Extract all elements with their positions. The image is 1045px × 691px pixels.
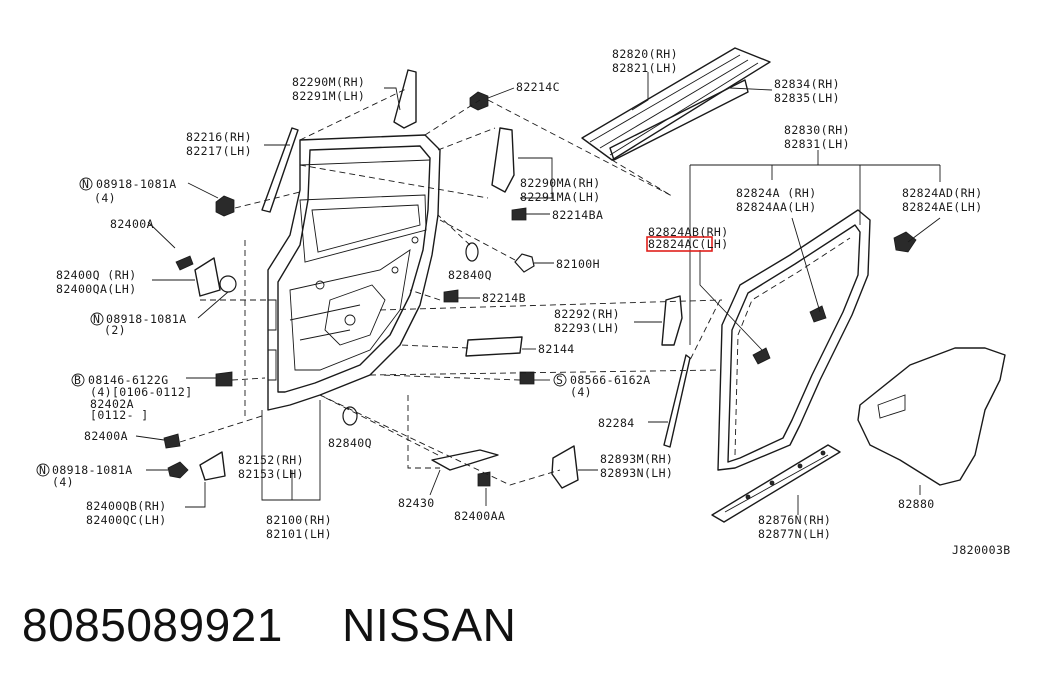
label-08566-6162a: 08566-6162A [570, 373, 651, 387]
svg-text:B: B [74, 373, 81, 387]
label-82877n: 82877N(LH) [758, 527, 831, 541]
callout-prefixes: N N B S N [36, 177, 567, 477]
seal-82284 [663, 354, 691, 448]
label-82400aa: 82400AA [454, 509, 505, 523]
sash-82290ma [491, 127, 515, 193]
label-82284: 82284 [598, 416, 635, 430]
label-82402a-date: [0112- ] [90, 408, 149, 422]
brand-name: NISSAN [342, 599, 517, 651]
label-82824ae: 82824AE(LH) [902, 200, 983, 214]
label-82430: 82430 [398, 496, 435, 510]
label-82290m: 82290M(RH) [292, 75, 365, 89]
label-82402a: 82402A [90, 397, 134, 411]
label-82217: 82217(LH) [186, 144, 252, 158]
hinge-upper [194, 257, 221, 297]
check-link-82430 [431, 449, 499, 471]
door-weatherstrip [717, 209, 871, 471]
plug-82840q-upper [465, 242, 479, 262]
diagram-code: J820003B [952, 543, 1011, 557]
svg-text:N: N [82, 177, 89, 191]
callout-labels: 82820(RH) 82821(LH) 82834(RH) 82835(LH) … [52, 47, 1011, 557]
label-82214c: 82214C [516, 80, 560, 94]
label-82400qb: 82400QB(RH) [86, 499, 167, 513]
label-82400q: 82400Q (RH) [56, 268, 137, 282]
label-82824ab: 82824AB(RH) [648, 225, 729, 239]
label-82291ma: 82291MA(LH) [520, 190, 601, 204]
svg-text:N: N [39, 463, 46, 477]
part-number: 8085089921 [22, 599, 283, 651]
label-82824aa: 82824AA(LH) [736, 200, 817, 214]
label-82153: 82153(LH) [238, 467, 304, 481]
label-82840q-upper: 82840Q [448, 268, 492, 282]
label-08146-6122g-qty: (4)[0106-0112] [90, 385, 193, 399]
label-08146-6122g: 08146-6122G [88, 373, 169, 387]
label-82400qa: 82400QA(LH) [56, 282, 137, 296]
rear-door-shell [267, 134, 441, 411]
label-08918-1081a-top: 08918-1081A [96, 177, 177, 191]
filler-82292 [661, 295, 683, 346]
outside-moulding [609, 79, 749, 161]
label-82880: 82880 [898, 497, 935, 511]
bolts [163, 91, 917, 487]
label-82291m: 82291M(LH) [292, 89, 365, 103]
label-82835: 82835(LH) [774, 91, 840, 105]
label-82400a-low: 82400A [84, 429, 128, 443]
highlight-box [646, 236, 713, 252]
plate-82144 [465, 336, 523, 357]
rod-82216 [261, 127, 299, 213]
label-82824ad: 82824AD(RH) [902, 186, 983, 200]
label-82292: 82292(RH) [554, 307, 620, 321]
label-82821: 82821(LH) [612, 61, 678, 75]
label-08566-6162a-qty: (4) [570, 385, 592, 399]
label-08918-1081a-mid: 08918-1081A [106, 312, 187, 326]
footer: 8085089921 NISSAN [22, 598, 516, 652]
label-82400a-top: 82400A [110, 217, 154, 231]
label-82152: 82152(RH) [238, 453, 304, 467]
label-82290ma: 82290MA(RH) [520, 176, 601, 190]
door-trim-82880 [857, 347, 1006, 486]
label-08918-1081a-mid-qty: (2) [104, 323, 126, 337]
label-82100h: 82100H [556, 257, 600, 271]
label-82831: 82831(LH) [784, 137, 850, 151]
label-82101: 82101(LH) [266, 527, 332, 541]
label-82400qc: 82400QC(LH) [86, 513, 167, 527]
label-82293: 82293(LH) [554, 321, 620, 335]
label-82893m: 82893M(RH) [600, 452, 673, 466]
label-08918-1081a-top-qty: (4) [94, 191, 116, 205]
svg-text:N: N [93, 312, 100, 326]
label-82840q-lower: 82840Q [328, 436, 372, 450]
label-82214b: 82214B [482, 291, 526, 305]
cap-82100h [514, 253, 535, 273]
trim-82893m [551, 445, 579, 489]
label-82214ba: 82214BA [552, 208, 603, 222]
hinge-lower [199, 451, 226, 481]
label-08918-1081a-low-qty: (4) [52, 475, 74, 489]
label-82824ac: 82824AC(LH) [648, 237, 729, 251]
belt-moulding [581, 47, 771, 161]
svg-text:S: S [556, 373, 563, 387]
label-82830: 82830(RH) [784, 123, 850, 137]
sill-moulding-82876n [711, 444, 841, 523]
label-82834: 82834(RH) [774, 77, 840, 91]
plug-82840q-lower [342, 406, 358, 426]
label-82100: 82100(RH) [266, 513, 332, 527]
sash-82290m [393, 69, 417, 129]
label-82216: 82216(RH) [186, 130, 252, 144]
leader-lines [135, 72, 941, 515]
label-82144: 82144 [538, 342, 575, 356]
label-82820: 82820(RH) [612, 47, 678, 61]
label-82893n: 82893N(LH) [600, 466, 673, 480]
label-82876n: 82876N(RH) [758, 513, 831, 527]
label-82824a: 82824A (RH) [736, 186, 817, 200]
label-08918-1081a-low: 08918-1081A [52, 463, 133, 477]
